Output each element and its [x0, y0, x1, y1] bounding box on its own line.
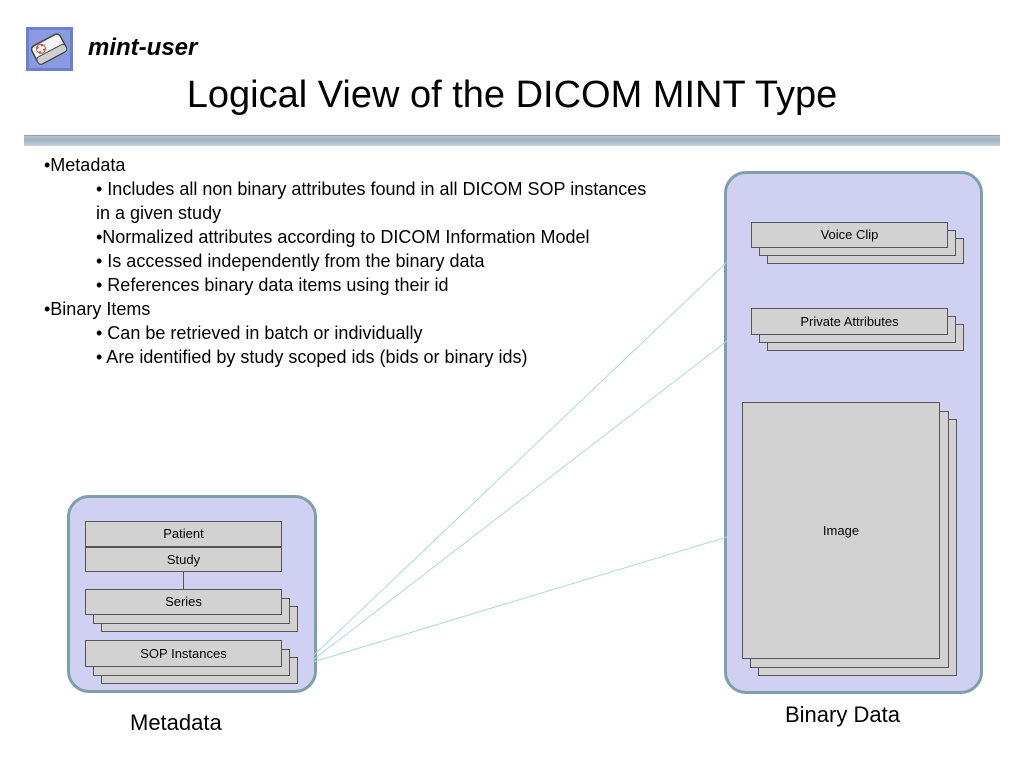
bullet-list: •Metadata • Includes all non binary attr…	[44, 153, 656, 369]
sop-instances-box: SOP Instances	[85, 640, 282, 667]
metadata-caption: Metadata	[130, 710, 222, 735]
binary-data-caption: Binary Data	[785, 702, 900, 727]
image-box: Image	[742, 402, 940, 659]
bullet-normalized-attributes: •Normalized attributes according to DICO…	[96, 227, 590, 247]
image-label: Image	[822, 523, 860, 538]
sop-instances-label: SOP Instances	[140, 646, 227, 661]
patient-box: Patient	[85, 521, 282, 547]
bullet-retrieved-batch: • Can be retrieved in batch or individua…	[96, 323, 423, 343]
bullet-includes-attributes: • Includes all non binary attributes fou…	[96, 179, 647, 223]
connector-voice-clip	[312, 261, 728, 657]
bullet-binary-items: •Binary Items	[44, 299, 151, 319]
bullet-study-scoped-ids: • Are identified by study scoped ids (bi…	[96, 347, 528, 367]
title-divider	[24, 135, 1000, 146]
private-attributes-label: Private Attributes	[800, 314, 899, 329]
bullet-references-binary: • References binary data items using the…	[96, 275, 449, 295]
brand-name: mint-user	[88, 34, 198, 61]
private-attributes-box: Private Attributes	[751, 308, 948, 335]
patient-label: Patient	[163, 526, 204, 541]
connector-image	[312, 536, 728, 663]
voice-clip-label: Voice Clip	[820, 227, 879, 242]
series-label: Series	[165, 594, 202, 609]
bullet-accessed-independently: • Is accessed independently from the bin…	[96, 251, 485, 271]
series-box: Series	[85, 589, 282, 615]
study-series-connector	[183, 571, 184, 589]
page-title: Logical View of the DICOM MINT Type	[186, 74, 838, 116]
study-box: Study	[85, 547, 282, 572]
bullet-metadata: •Metadata	[44, 155, 126, 175]
study-label: Study	[166, 552, 201, 567]
logo-icon	[26, 27, 73, 71]
connector-private-attributes	[312, 340, 728, 661]
voice-clip-box: Voice Clip	[751, 222, 948, 248]
